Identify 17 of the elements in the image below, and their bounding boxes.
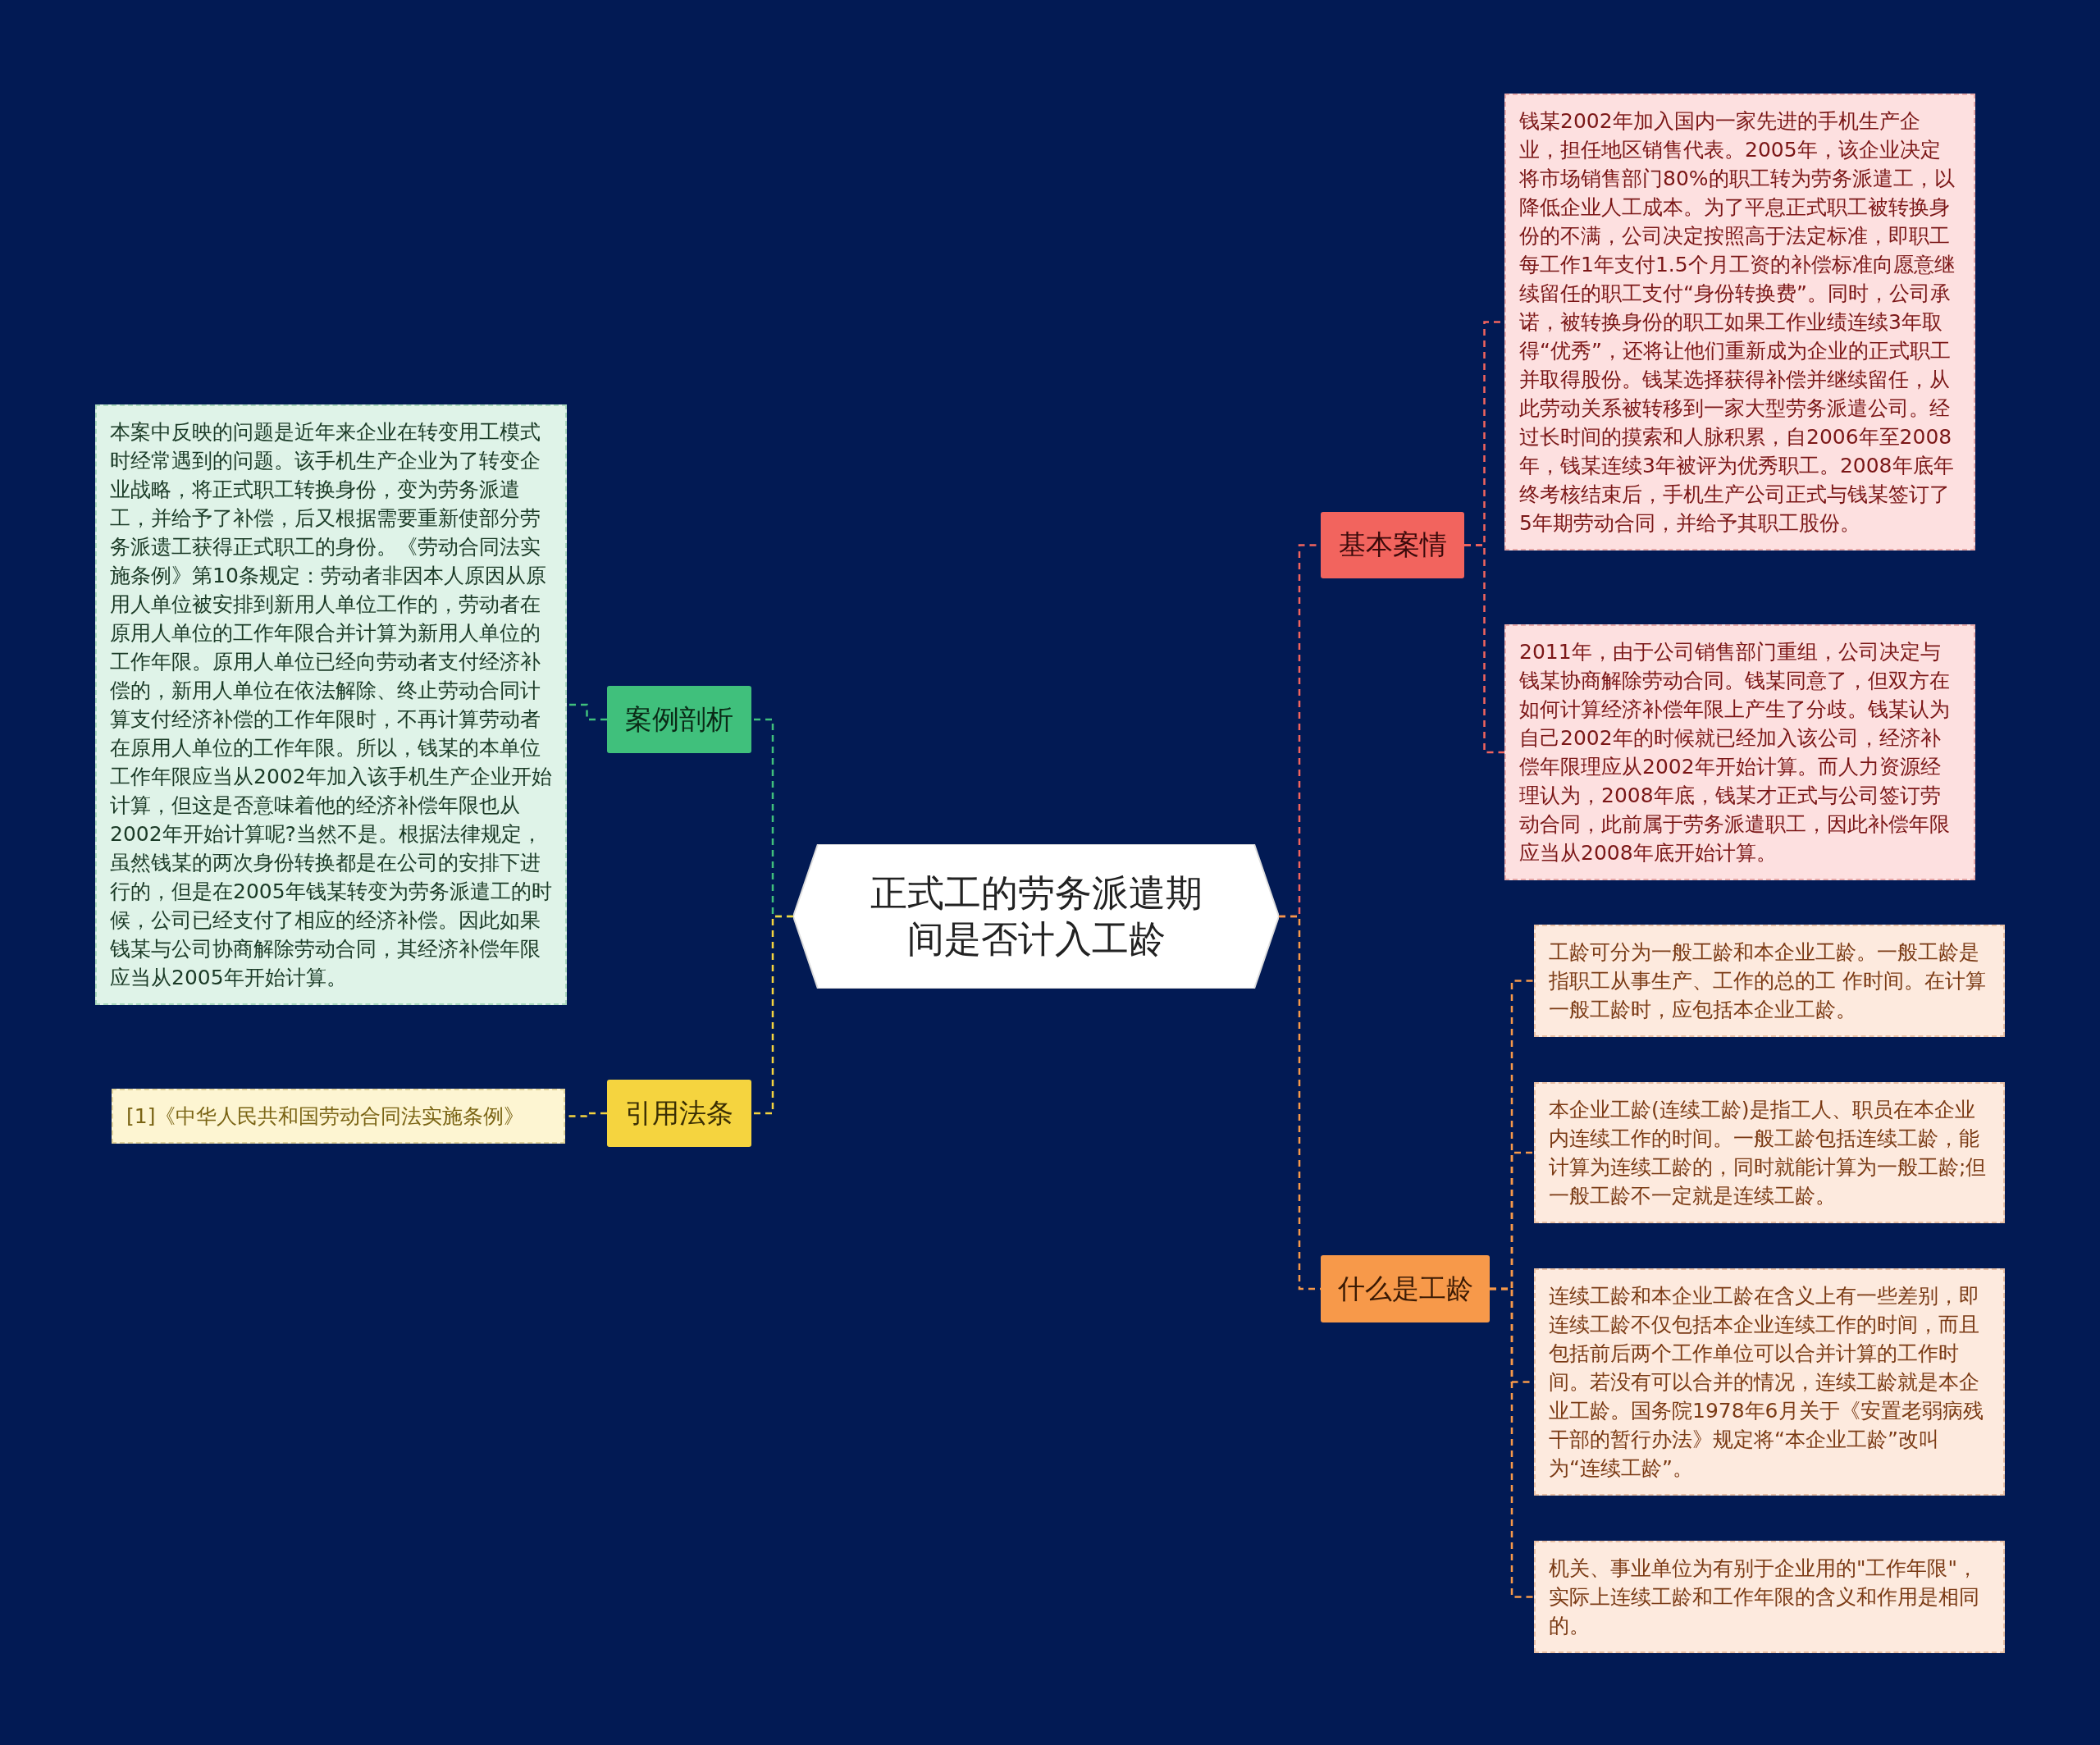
note-card: 钱某2002年加入国内一家先进的手机生产企业，担任地区销售代表。2005年，该企业决定将市场销售部门80%的职工转为劳务派遣工，以降低企业人工成本。为了平息正式职工被转换身份的不满，公司决定按照高于法定标准，即职工每工作1年支付1.5个月工资的补偿标准向愿意继续留任的职工支付“身份转换费”。同时，公司承诺，被转换身份的职工如果工作业绩连续3年取得“优秀”，还将让他们重新成为企业的正式职工并取得股份。钱某选择获得补偿并继续留任，从此劳动关系被转移到一家大型劳务派遣公司。经过长时间的摸索和人脉积累，自2006年至2008年，钱某连续3年被评为优秀职工。2008年底年终考核结束后，手机生产公司正式与钱某签订了5年期劳动合同，并给予其职工股份。 (1504, 94, 1975, 550)
note-card: [1]《中华人民共和国劳动合同法实施条例》 (112, 1089, 565, 1144)
branch-topic: 基本案情 (1321, 512, 1464, 578)
central-topic: 正式工的劳务派遣期间是否计入工龄 (793, 844, 1279, 989)
note-card: 工龄可分为一般工龄和本企业工龄。一般工龄是指职工从事生产、工作的总的工 作时间。在计算一般工龄时，应包括本企业工龄。 (1534, 925, 2005, 1037)
note-card: 本企业工龄(连续工龄)是指工人、职员在本企业内连续工作的时间。一般工龄包括连续工龄，能计算为连续工龄的，同时就能计算为一般工龄;但一般工龄不一定就是连续工龄。 (1534, 1082, 2005, 1223)
note-card: 2011年，由于公司销售部门重组，公司决定与钱某协商解除劳动合同。钱某同意了，但双方在如何计算经济补偿年限上产生了分歧。钱某认为自己2002年的时候就已经加入该公司，经济补偿年限理应从2002年开始计算。而人力资源经理认为，2008年底，钱某才正式与公司签订劳动合同，此前属于劳务派遣职工，因此补偿年限应当从2008年底开始计算。 (1504, 624, 1975, 880)
connector-line (567, 703, 607, 721)
connector-line (1464, 544, 1504, 754)
connector-line (751, 915, 793, 1115)
note-card: 机关、事业单位为有别于企业用的"工作年限"，实际上连续工龄和工作年限的含义和作用是相同的。 (1534, 1541, 2005, 1653)
branch-topic: 什么是工龄 (1321, 1255, 1490, 1322)
branch-topic: 案例剖析 (607, 686, 751, 753)
connector-line (1490, 1287, 1534, 1598)
note-card: 本案中反映的问题是近年来企业在转变用工模式时经常遇到的问题。该手机生产企业为了转变企业战略，将正式职工转换身份，变为劳务派遣工，并给予了补偿，后又根据需要重新使部分劳务派遗工获得正式职工的身份。《劳动合同法实施条例》第10条规定：劳动者非因本人原因从原用人单位被安排到新用人单位工作的，劳动者在原用人单位的工作年限合并计算为新用人单位的工作年限。原用人单位已经向劳动者支付经济补偿的，新用人单位在依法解除、终止劳动合同计算支付经济补偿的工作年限时，不再计算劳动者在原用人单位的工作年限。所以，钱某的本单位工作年限应当从2002年加入该手机生产企业开始计算，但这是否意味着他的经济补偿年限也从2002年开始计算呢?当然不是。根据法律规定，虽然钱某的两次身份转换都是在公司的安排下进行的，但是在2005年钱某转变为劳务派遣工的时候，公司已经支付了相应的经济补偿。因此如果钱某与公司协商解除劳动合同，其经济补偿年限应当从2005年开始计算。 (95, 404, 567, 1005)
branch-topic: 引用法条 (607, 1080, 751, 1147)
note-card: 连续工龄和本企业工龄在含义上有一些差别，即连续工龄不仅包括本企业连续工作的时间，而且包括前后两个工作单位可以合并计算的工作时间。若没有可以合并的情况，连续工龄就是本企业工龄。国务院1978年6月关于《安置老弱病残干部的暂行办法》规定将“本企业工龄”改叫为“连续工龄”。 (1534, 1268, 2005, 1496)
